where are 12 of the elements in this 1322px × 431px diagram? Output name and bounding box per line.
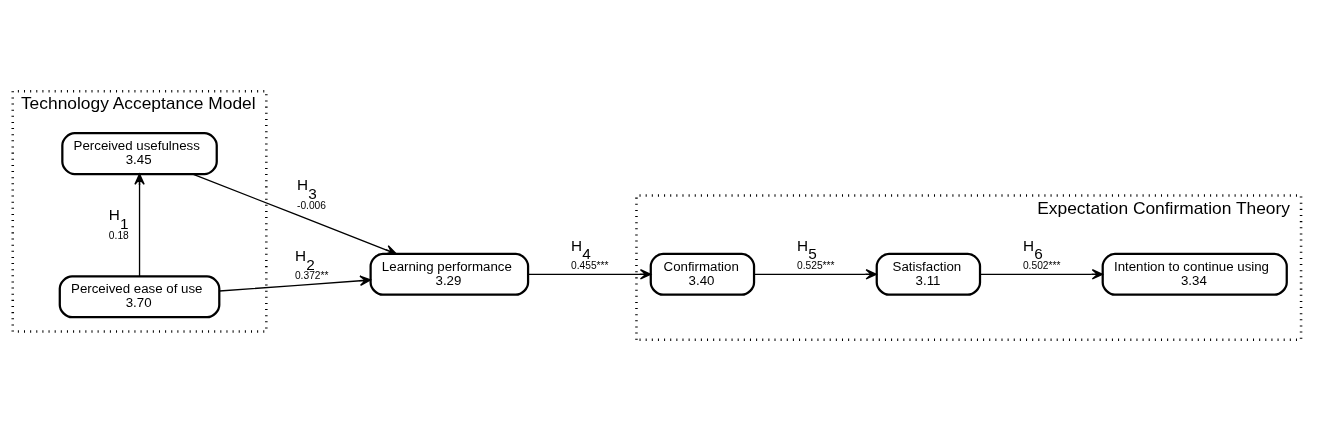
node-box: Learning performance 3.29 <box>369 252 530 296</box>
node-box: Confirmation 3.40 <box>649 252 756 296</box>
arrow <box>753 269 877 280</box>
node-box: Satisfaction 3.11 <box>875 252 982 296</box>
node-box: Perceived ease of use 3.70 <box>58 275 221 319</box>
arrow <box>979 269 1104 280</box>
arrow <box>134 173 145 277</box>
node-box: Perceived usefulness 3.45 <box>61 132 218 176</box>
node-box: Intention to continue using 3.34 <box>1101 252 1288 296</box>
arrow <box>192 173 397 256</box>
arrow <box>218 275 372 292</box>
arrow <box>527 269 652 280</box>
